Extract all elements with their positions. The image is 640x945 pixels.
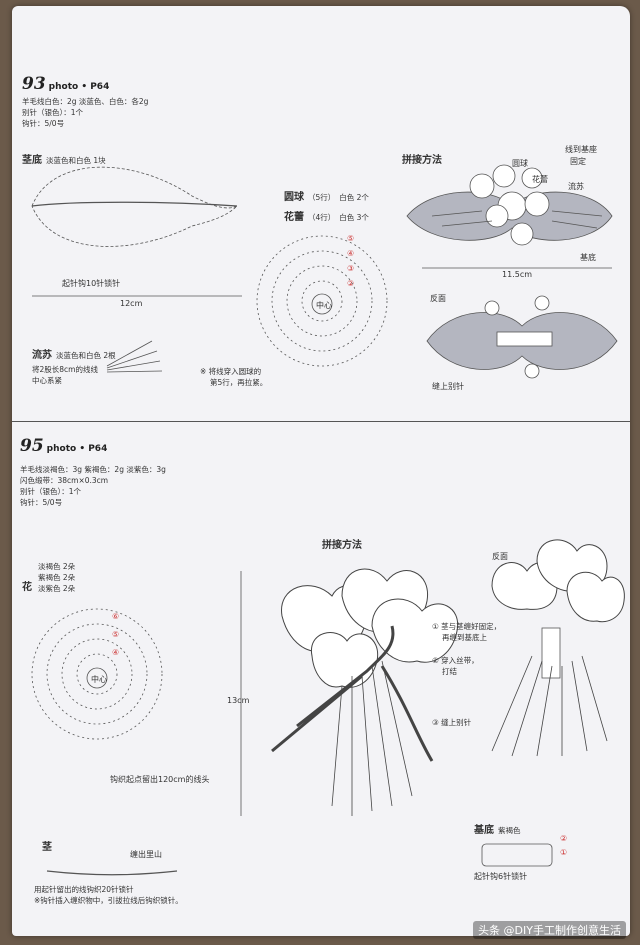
assembly-steps: ① 茎与茎缠好固定， 再缠到基底上 ② 穿入丝带， 打结 ③ 缝上别针 xyxy=(432,622,502,727)
assembly-label: 基底 xyxy=(580,253,596,262)
tassel-title: 流苏淡蓝色和白色 2根 xyxy=(32,350,116,361)
leaf-title: 茎底淡蓝色和白色 1块 xyxy=(22,155,106,166)
stem-note: 缠出里山 xyxy=(130,850,162,859)
row-mark: ① xyxy=(560,848,568,857)
assembly-title: 拼接方法 xyxy=(402,155,442,166)
photo-ref: photo • P64 xyxy=(46,444,108,454)
assembly-label: 固定 xyxy=(570,157,586,166)
tassel-desc: 将2股长8cm的线线 中心系紧 xyxy=(32,365,98,385)
material-line: 闪色缎带：38cm×0.3cm xyxy=(20,476,109,485)
flower-colors: 淡褐色 2朵 紫褐色 2朵 淡紫色 2朵 xyxy=(38,562,76,593)
height-label: 13cm xyxy=(227,696,250,705)
leaf-width: 12cm xyxy=(120,299,143,308)
ball-colors: 白色 2个 xyxy=(339,193,369,202)
row-mark: ② xyxy=(560,834,568,843)
thread-note: ※ 将线穿入圆球的 第5行，再拉紧。 xyxy=(200,367,268,387)
material-line: 羊毛线白色：2g 淡蓝色、白色：各2g xyxy=(22,97,149,106)
material-line: 钩针：5/0号 xyxy=(22,119,65,128)
pin-label: 缝上别针 xyxy=(432,382,464,391)
back-title: 反面 xyxy=(492,552,508,561)
stem-title: 茎 xyxy=(42,842,52,853)
flower-title: 花 xyxy=(22,582,32,593)
bud-colors: 白色 3个 xyxy=(339,213,369,222)
pattern-number: 93 xyxy=(22,74,46,94)
bud-title: 花蕾（4行）白色 3个 xyxy=(284,212,369,223)
material-line: 羊毛线淡褐色：3g 紫褐色：2g 淡紫色：3g xyxy=(20,465,166,474)
ball-title: 圆球（5行）白色 2个 xyxy=(284,192,369,203)
row-mark: ⑥ xyxy=(112,612,120,621)
center-label: 中心 xyxy=(316,301,332,310)
pattern-95-materials: 羊毛线淡褐色：3g 紫褐色：2g 淡紫色：3g 闪色缎带：38cm×0.3cm … xyxy=(20,464,166,508)
tassel-note: 淡蓝色和白色 2根 xyxy=(56,351,116,360)
base-title: 基底紫褐色 xyxy=(474,825,521,836)
row-mark: ④ xyxy=(112,648,120,657)
material-line: 别针（银色）：1个 xyxy=(20,487,82,496)
base-start: 起针钩6针锁针 xyxy=(474,872,528,881)
row-mark: ③ xyxy=(347,264,355,273)
diagram-canvas xyxy=(31,164,625,876)
photo-ref: photo • P64 xyxy=(48,82,110,92)
stem-desc: 用起针留出的线钩织20针锁针 ※钩针插入缠织物中，引拔拉线后钩织锁针。 xyxy=(34,885,183,905)
leaf-note: 淡蓝色和白色 1块 xyxy=(46,156,106,165)
assembly-label: 圆球 xyxy=(512,159,528,168)
assembly-title: 拼接方法 xyxy=(322,540,362,551)
assembly-label: 花蕾 xyxy=(532,175,548,184)
row-mark: ④ xyxy=(347,249,355,258)
assembly-label: 线到基座 xyxy=(565,145,597,154)
row-mark: ⑤ xyxy=(347,234,355,243)
watermark: 头条 @DIY手工制作创意生活 xyxy=(473,921,626,939)
assembly-width: 11.5cm xyxy=(502,270,533,279)
row-mark: ② xyxy=(347,279,355,288)
flower-note: 钩织起点留出120cm的线头 xyxy=(110,775,210,784)
section-divider xyxy=(12,421,630,422)
back-title: 反面 xyxy=(430,294,446,303)
leaf-start: 起针钩10针锁针 xyxy=(62,279,121,288)
pattern-93-materials: 羊毛线白色：2g 淡蓝色、白色：各2g 别针（银色）：1个 钩针：5/0号 xyxy=(22,96,148,129)
assembly-label: 流苏 xyxy=(568,182,584,191)
material-line: 钩针：5/0号 xyxy=(20,498,63,507)
pattern-number: 95 xyxy=(20,436,44,456)
base-color: 紫褐色 xyxy=(498,826,521,835)
center-label: 中心 xyxy=(91,675,107,684)
material-line: 别针（银色）：1个 xyxy=(22,108,84,117)
row-mark: ⑤ xyxy=(112,630,120,639)
